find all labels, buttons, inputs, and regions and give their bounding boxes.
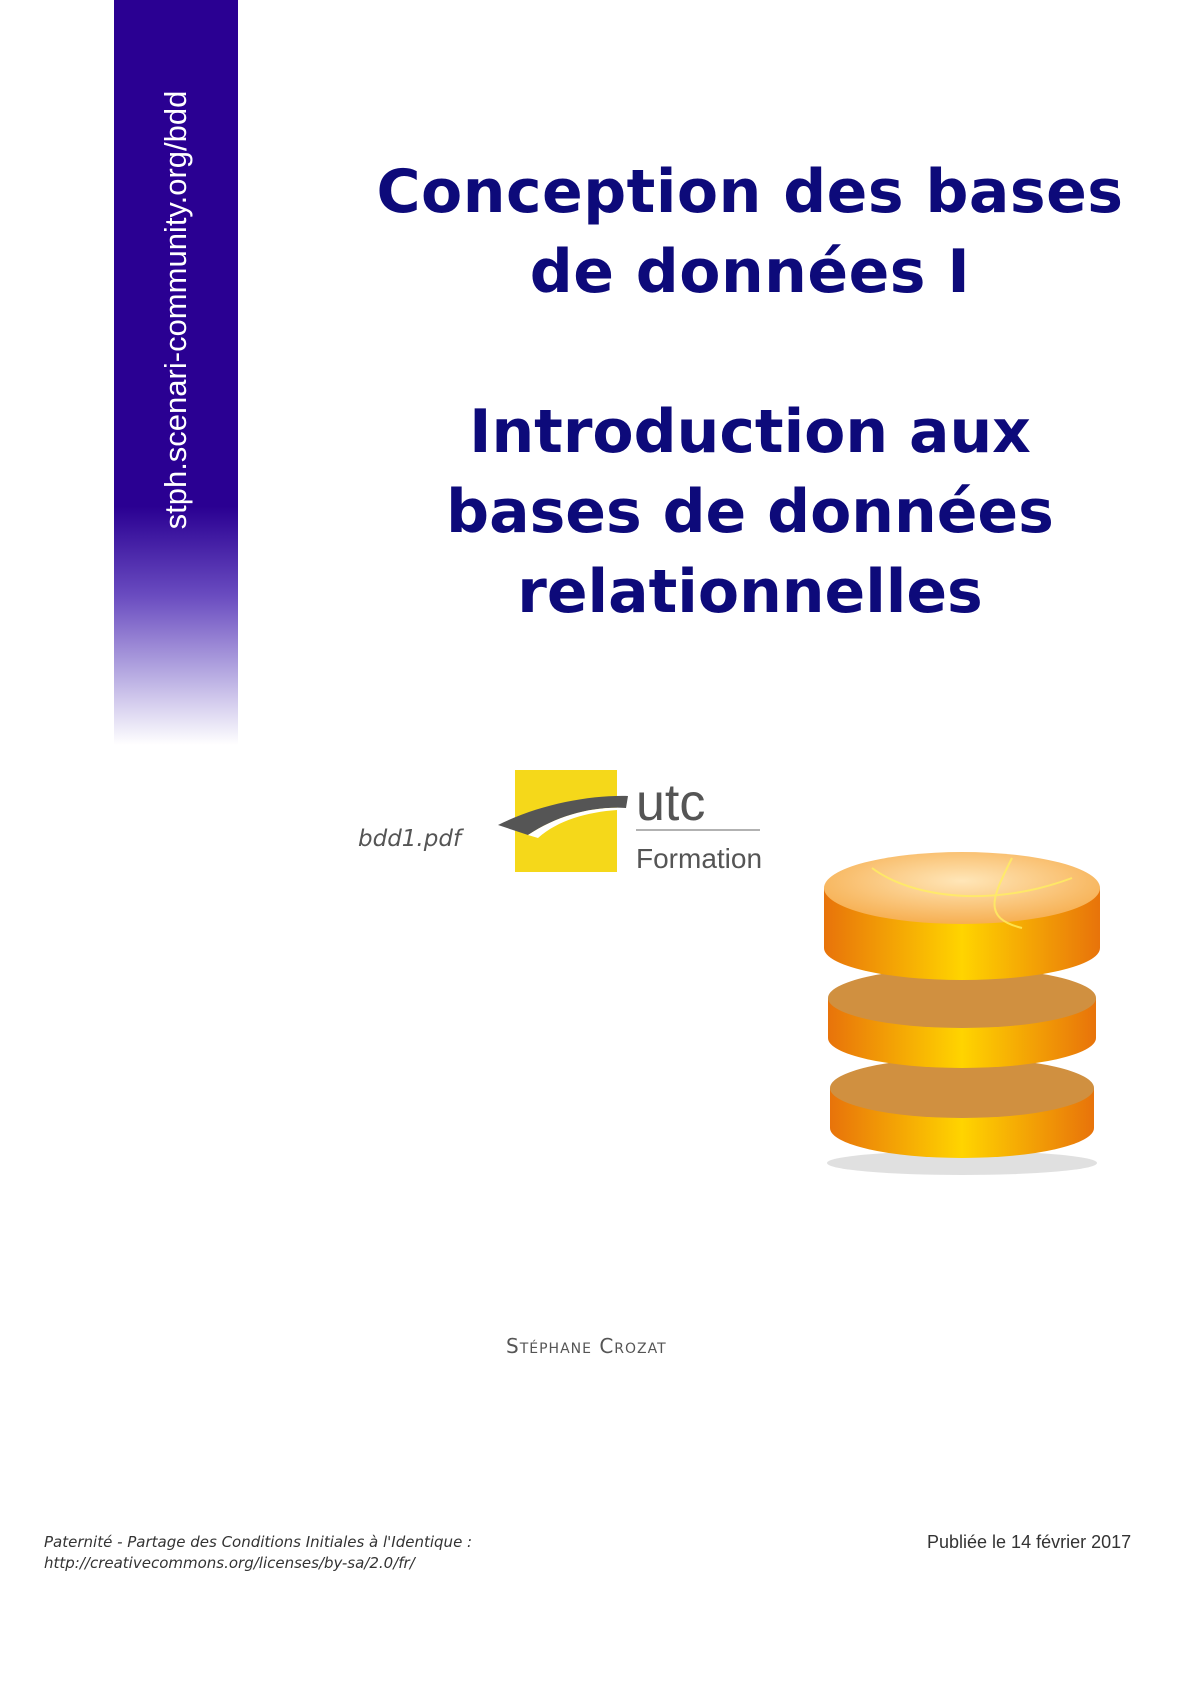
utc-formation-logo: utc Formation — [498, 770, 783, 880]
svg-text:utc: utc — [636, 774, 705, 832]
sidebar-url: stph.scenari-community.org/bdd — [158, 90, 193, 530]
subtitle-line-2: bases de données — [446, 477, 1054, 547]
title-line-1: Conception des bases — [376, 157, 1124, 227]
sidebar-band: stph.scenari-community.org/bdd — [114, 0, 238, 745]
license-notice: Paternité - Partage des Conditions Initi… — [44, 1532, 472, 1574]
subtitle-line-1: Introduction aux — [469, 397, 1031, 467]
document-subtitle: Introduction aux bases de données relati… — [340, 392, 1160, 632]
document-title: Conception des bases de données I — [340, 152, 1160, 312]
author-last-name: Crozat — [599, 1334, 667, 1358]
title-line-2: de données I — [529, 237, 971, 307]
svg-text:Formation: Formation — [636, 843, 762, 874]
subtitle-line-3: relationnelles — [517, 557, 983, 627]
author-name: Stéphane Crozat — [506, 1334, 667, 1358]
license-url[interactable]: http://creativecommons.org/licenses/by-s… — [44, 1554, 415, 1572]
license-text: Paternité - Partage des Conditions Initi… — [44, 1533, 473, 1551]
database-icon — [812, 838, 1112, 1178]
file-name: bdd1.pdf — [358, 826, 462, 852]
author-first-name: Stéphane — [506, 1334, 592, 1358]
publication-date: Publiée le 14 février 2017 — [927, 1532, 1132, 1552]
